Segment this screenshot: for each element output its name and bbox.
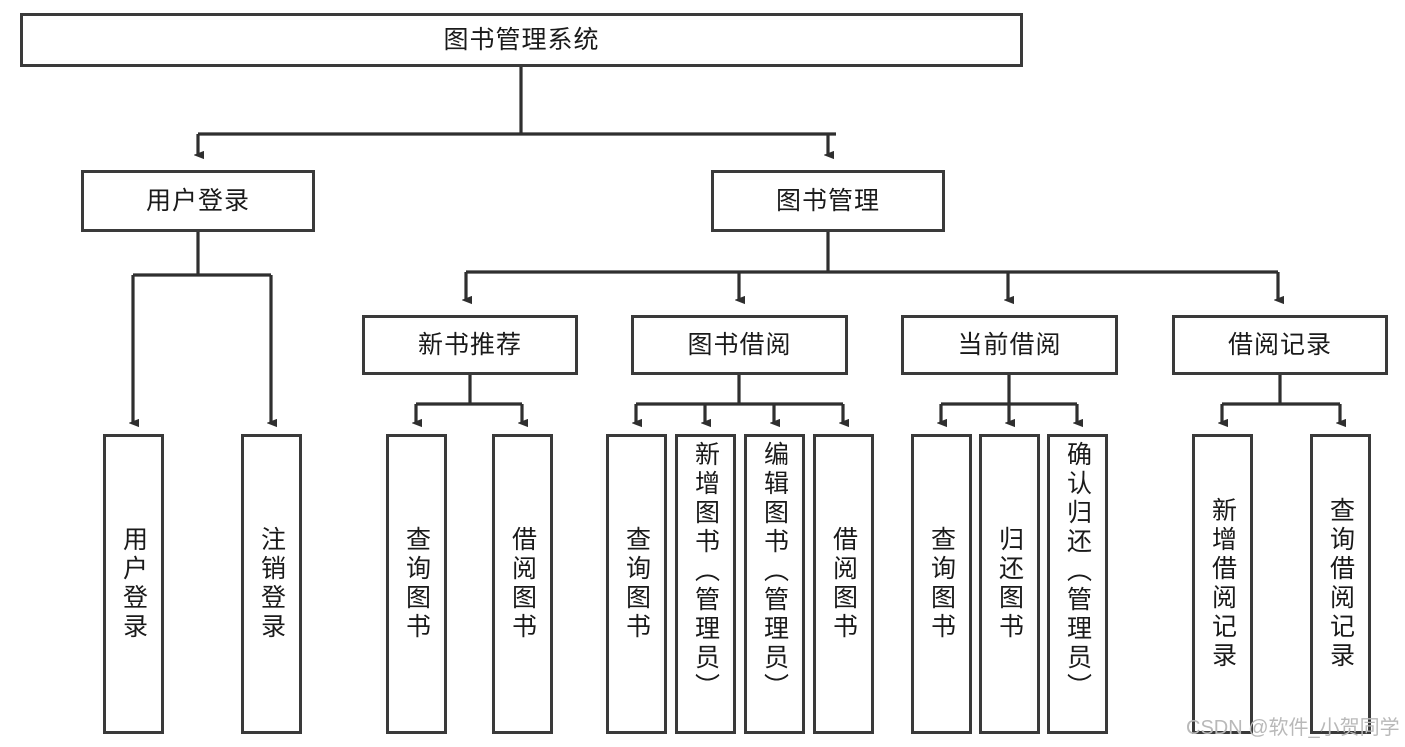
node-label: 图书管理系统 [443,26,600,54]
leaf-label: 用户登录 [119,526,148,642]
leaf-user-logout[interactable]: 注销登录 [241,434,302,734]
leaf-label: 查询借阅记录 [1326,497,1355,671]
node-root-system[interactable]: 图书管理系统 [20,13,1023,67]
node-label: 用户登录 [145,187,250,215]
leaf-label: 确认归还（管理员） [1063,441,1092,702]
leaf-user-login[interactable]: 用户登录 [103,434,164,734]
leaf-label: 新增图书（管理员） [691,441,720,702]
node-label: 借阅记录 [1227,331,1332,359]
leaf-query-record[interactable]: 查询借阅记录 [1310,434,1371,734]
leaf-label: 借阅图书 [829,526,858,642]
node-label: 图书管理 [775,187,880,215]
leaf-edit-book[interactable]: 编辑图书（管理员） [744,434,805,734]
leaf-label: 查询图书 [402,526,431,642]
leaf-label: 编辑图书（管理员） [760,441,789,702]
leaf-confirm-return[interactable]: 确认归还（管理员） [1047,434,1108,734]
leaf-label: 新增借阅记录 [1208,497,1237,671]
node-user-login[interactable]: 用户登录 [81,170,315,232]
leaf-label: 查询图书 [622,526,651,642]
leaf-borrow-book-2[interactable]: 借阅图书 [813,434,874,734]
leaf-label: 借阅图书 [508,526,537,642]
node-new-book-recommend[interactable]: 新书推荐 [362,315,578,375]
node-label: 新书推荐 [417,331,522,359]
leaf-add-book[interactable]: 新增图书（管理员） [675,434,736,734]
leaf-query-book-1[interactable]: 查询图书 [386,434,447,734]
node-label: 图书借阅 [687,331,792,359]
leaf-return-book[interactable]: 归还图书 [979,434,1040,734]
csdn-watermark: CSDN @软件_小贺同学 [1186,717,1400,739]
node-book-management[interactable]: 图书管理 [711,170,945,232]
leaf-query-book-3[interactable]: 查询图书 [911,434,972,734]
leaf-borrow-book-1[interactable]: 借阅图书 [492,434,553,734]
leaf-label: 归还图书 [995,526,1024,642]
node-borrow-record[interactable]: 借阅记录 [1172,315,1388,375]
leaf-add-record[interactable]: 新增借阅记录 [1192,434,1253,734]
leaf-label: 查询图书 [927,526,956,642]
leaf-query-book-2[interactable]: 查询图书 [606,434,667,734]
leaf-label: 注销登录 [257,526,286,642]
node-label: 当前借阅 [957,331,1062,359]
node-current-borrow[interactable]: 当前借阅 [901,315,1118,375]
node-book-borrow[interactable]: 图书借阅 [631,315,848,375]
